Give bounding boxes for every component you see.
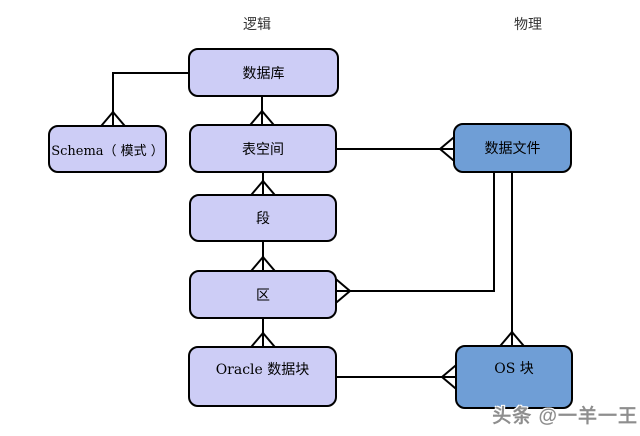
watermark-text: 头条 @一羊一王 <box>492 406 638 427</box>
edge-datafile-extent <box>335 172 495 304</box>
node-database: 数据库 <box>188 48 339 97</box>
node-extent-label: 区 <box>256 287 270 304</box>
node-schema-label: Schema（ 模式 ） <box>51 143 164 159</box>
node-oracle-block: Oracle 数据块 <box>188 346 337 407</box>
column-header-logical: 逻辑 <box>243 17 271 33</box>
node-os-block: OS 块 <box>455 345 573 409</box>
node-segment-label: 段 <box>256 211 270 227</box>
node-tablespace-label: 表空间 <box>242 141 284 158</box>
edge-tablespace-datafile <box>336 136 455 162</box>
node-os-block-label: OS 块 <box>494 361 534 377</box>
node-oracle-block-label: Oracle 数据块 <box>215 362 310 378</box>
edge-tablespace-segment <box>250 172 276 196</box>
node-schema: Schema（ 模式 ） <box>48 125 167 173</box>
edge-database-schema <box>100 72 189 127</box>
edge-oracleblock-osblock <box>336 364 457 390</box>
edge-datafile-osblock <box>499 172 525 347</box>
node-tablespace: 表空间 <box>189 124 337 173</box>
edge-extent-oracleblock <box>250 318 276 348</box>
edge-database-tablespace <box>249 96 275 126</box>
column-header-physical: 物理 <box>514 17 542 33</box>
edge-segment-extent <box>250 241 276 272</box>
node-datafile: 数据文件 <box>453 123 572 173</box>
node-database-label: 数据库 <box>242 65 285 82</box>
node-datafile-label: 数据文件 <box>484 141 541 157</box>
node-extent: 区 <box>189 270 337 319</box>
node-segment: 段 <box>189 194 337 242</box>
